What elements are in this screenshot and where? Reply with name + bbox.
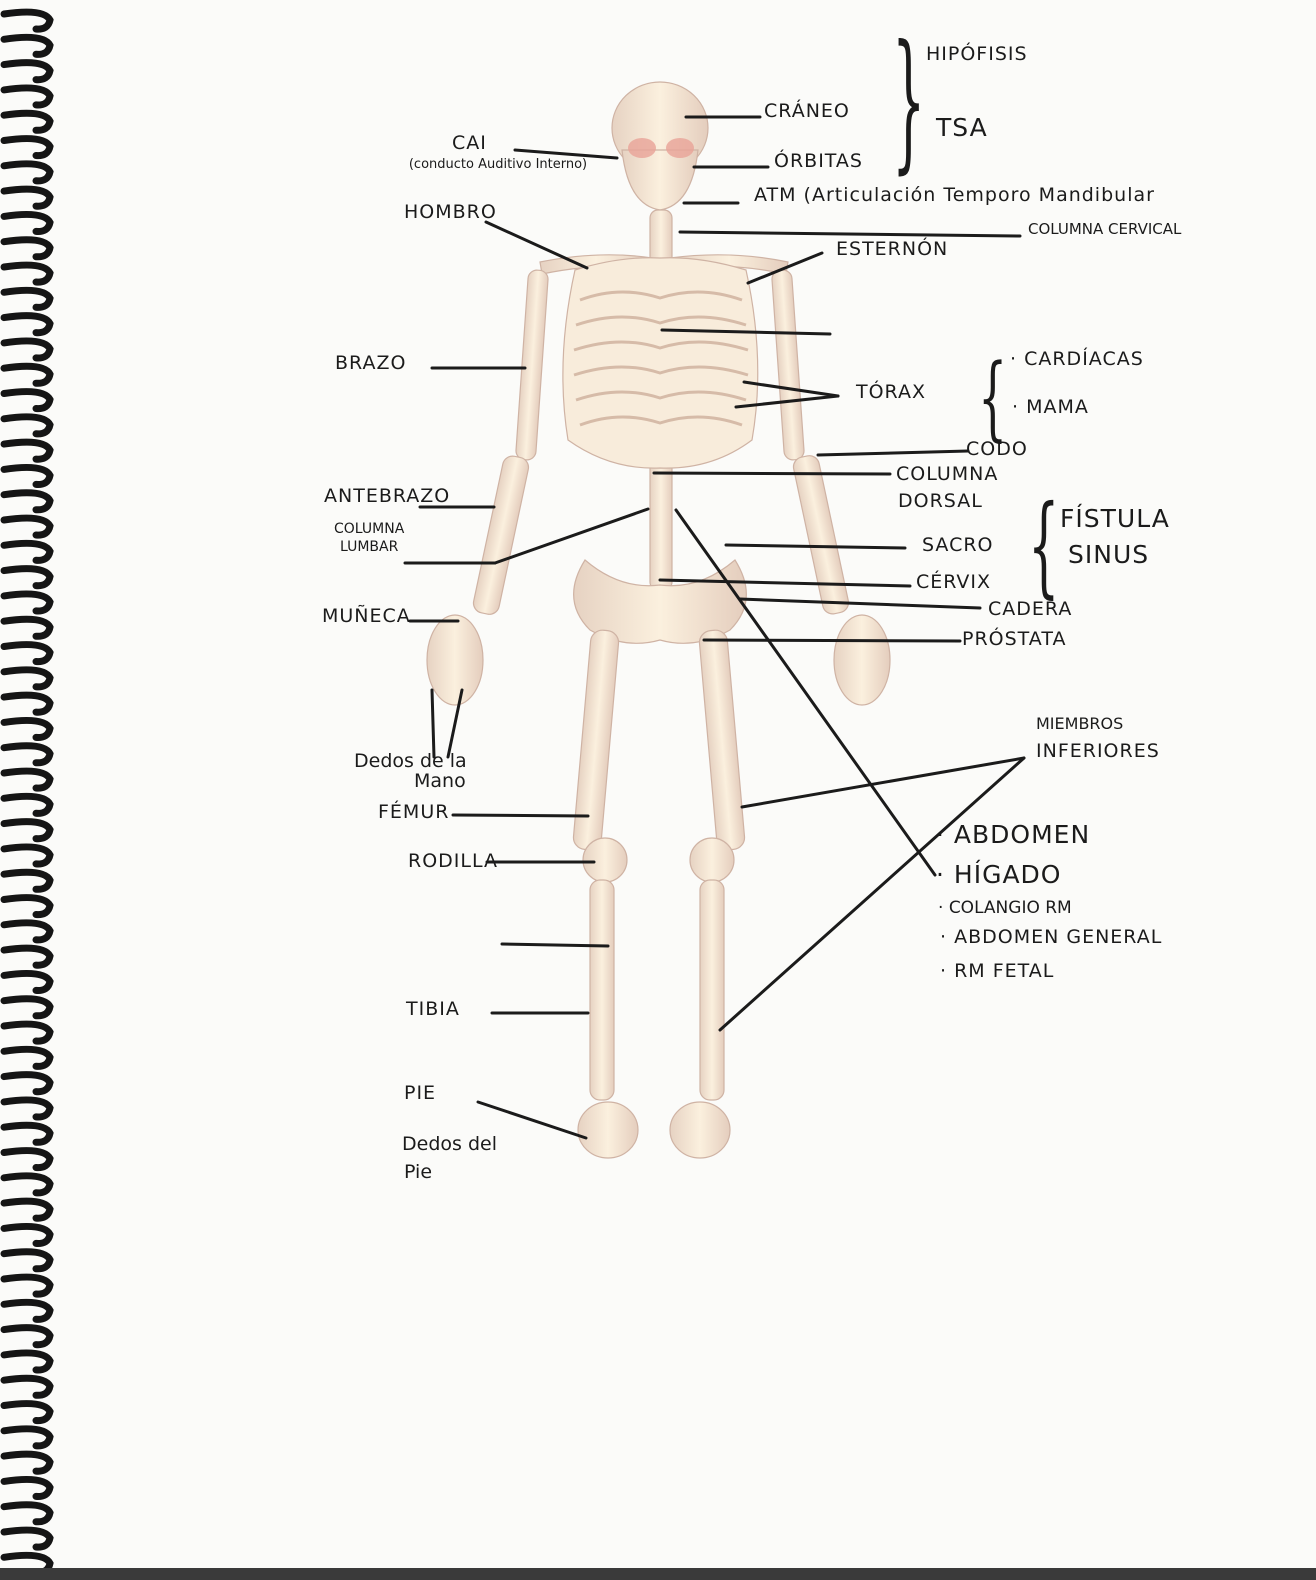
label-tibia: TIBIA (406, 1000, 460, 1019)
label-columna-lumbar-2: LUMBAR (340, 540, 398, 554)
label-craneo: CRÁNEO (764, 102, 850, 121)
label-cardiacas: CARDÍACAS (1010, 350, 1144, 369)
label-esternon: ESTERNÓN (836, 240, 948, 259)
label-torax: TÓRAX (856, 383, 926, 402)
label-atm: ATM (Articulación Temporo Mandibular (754, 186, 1155, 205)
page-bottom-edge (0, 1568, 1316, 1580)
label-hombro: HOMBRO (404, 203, 497, 222)
label-sinus: SINUS (1068, 542, 1149, 567)
label-orbitas: ÓRBITAS (774, 152, 863, 171)
label-cai: CAI (452, 134, 487, 153)
brace-craneo: } (892, 26, 925, 176)
label-codo: CODO (966, 440, 1028, 459)
label-dedos-pie-2: Pie (404, 1163, 432, 1182)
brace-torax: { (978, 352, 1007, 444)
label-columna-dorsal-1: COLUMNA (896, 465, 998, 484)
label-rm-fetal: RM FETAL (940, 962, 1054, 981)
label-dedos-pie-1: Dedos del (402, 1135, 497, 1154)
label-miembros-1: MIEMBROS (1036, 716, 1123, 732)
label-muneca: MUÑECA (322, 607, 411, 626)
brace-sacro: { (1028, 490, 1060, 600)
label-columna-cervical: COLUMNA CERVICAL (1028, 222, 1181, 237)
label-dedos-mano-2: Mano (414, 772, 466, 791)
label-columna-lumbar-1: COLUMNA (334, 522, 404, 536)
label-colangio: COLANGIO RM (938, 900, 1072, 917)
label-antebrazo: ANTEBRAZO (324, 487, 450, 506)
label-sacro: SACRO (922, 536, 994, 555)
label-cadera: CADERA (988, 600, 1072, 619)
label-mama: MAMA (1012, 398, 1089, 417)
label-higado: HÍGADO (936, 862, 1061, 887)
label-femur: FÉMUR (378, 803, 449, 822)
label-fistula: FÍSTULA (1060, 506, 1170, 531)
label-abdomen-general: ABDOMEN GENERAL (940, 928, 1162, 947)
label-brazo: BRAZO (335, 354, 406, 373)
label-columna-dorsal-2: DORSAL (898, 492, 983, 511)
label-dedos-mano-1: Dedos de la (354, 752, 467, 771)
label-abdomen: ABDOMEN (936, 822, 1090, 847)
label-pie: PIE (404, 1084, 436, 1103)
label-cervix: CÉRVIX (916, 573, 991, 592)
label-prostata: PRÓSTATA (962, 630, 1066, 649)
label-rodilla: RODILLA (408, 852, 498, 871)
label-cai-note: (conducto Auditivo Interno) (398, 158, 598, 171)
label-miembros-2: INFERIORES (1036, 742, 1160, 761)
label-tsa: TSA (936, 115, 988, 140)
label-hipofisis: HIPÓFISIS (926, 45, 1028, 64)
